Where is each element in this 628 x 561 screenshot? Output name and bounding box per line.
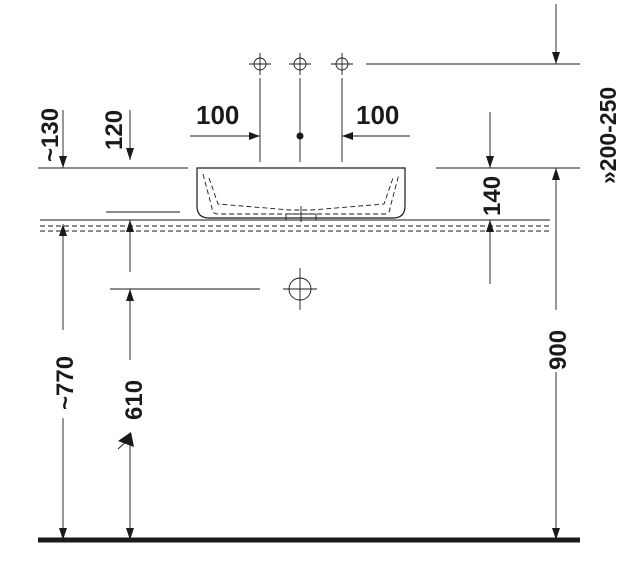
- drain-height-dimension: 610: [106, 211, 180, 540]
- dim-140: 140: [479, 176, 506, 216]
- basin-height-dimension: 140: [479, 112, 506, 284]
- top-left-dimensions: ~130 120: [37, 108, 188, 169]
- drain-outlet: [110, 268, 317, 310]
- dim-120: 120: [101, 110, 128, 150]
- dim-900: 900: [545, 330, 572, 370]
- tap-height-dimension: »200-250: [436, 4, 621, 184]
- countertop-height-dimension: ~770: [52, 224, 79, 540]
- tap-positions: [249, 53, 580, 75]
- dim-130: ~130: [37, 108, 64, 162]
- dim-770: ~770: [52, 356, 79, 410]
- dim-610: 610: [121, 380, 148, 420]
- tap-spacing-dimension: 100 100: [190, 78, 410, 162]
- countertop: [40, 219, 550, 232]
- rim-height-dimension: 900: [545, 168, 572, 540]
- tap-left: [249, 53, 271, 75]
- tap-right: [331, 53, 353, 75]
- tap-center: [289, 53, 311, 75]
- diagonal-arrow-icon: [118, 432, 134, 447]
- dim-tap-right: 100: [356, 100, 399, 130]
- dim-tap-left: 100: [196, 100, 239, 130]
- basin: [196, 167, 406, 222]
- dim-200-250: »200-250: [595, 87, 621, 184]
